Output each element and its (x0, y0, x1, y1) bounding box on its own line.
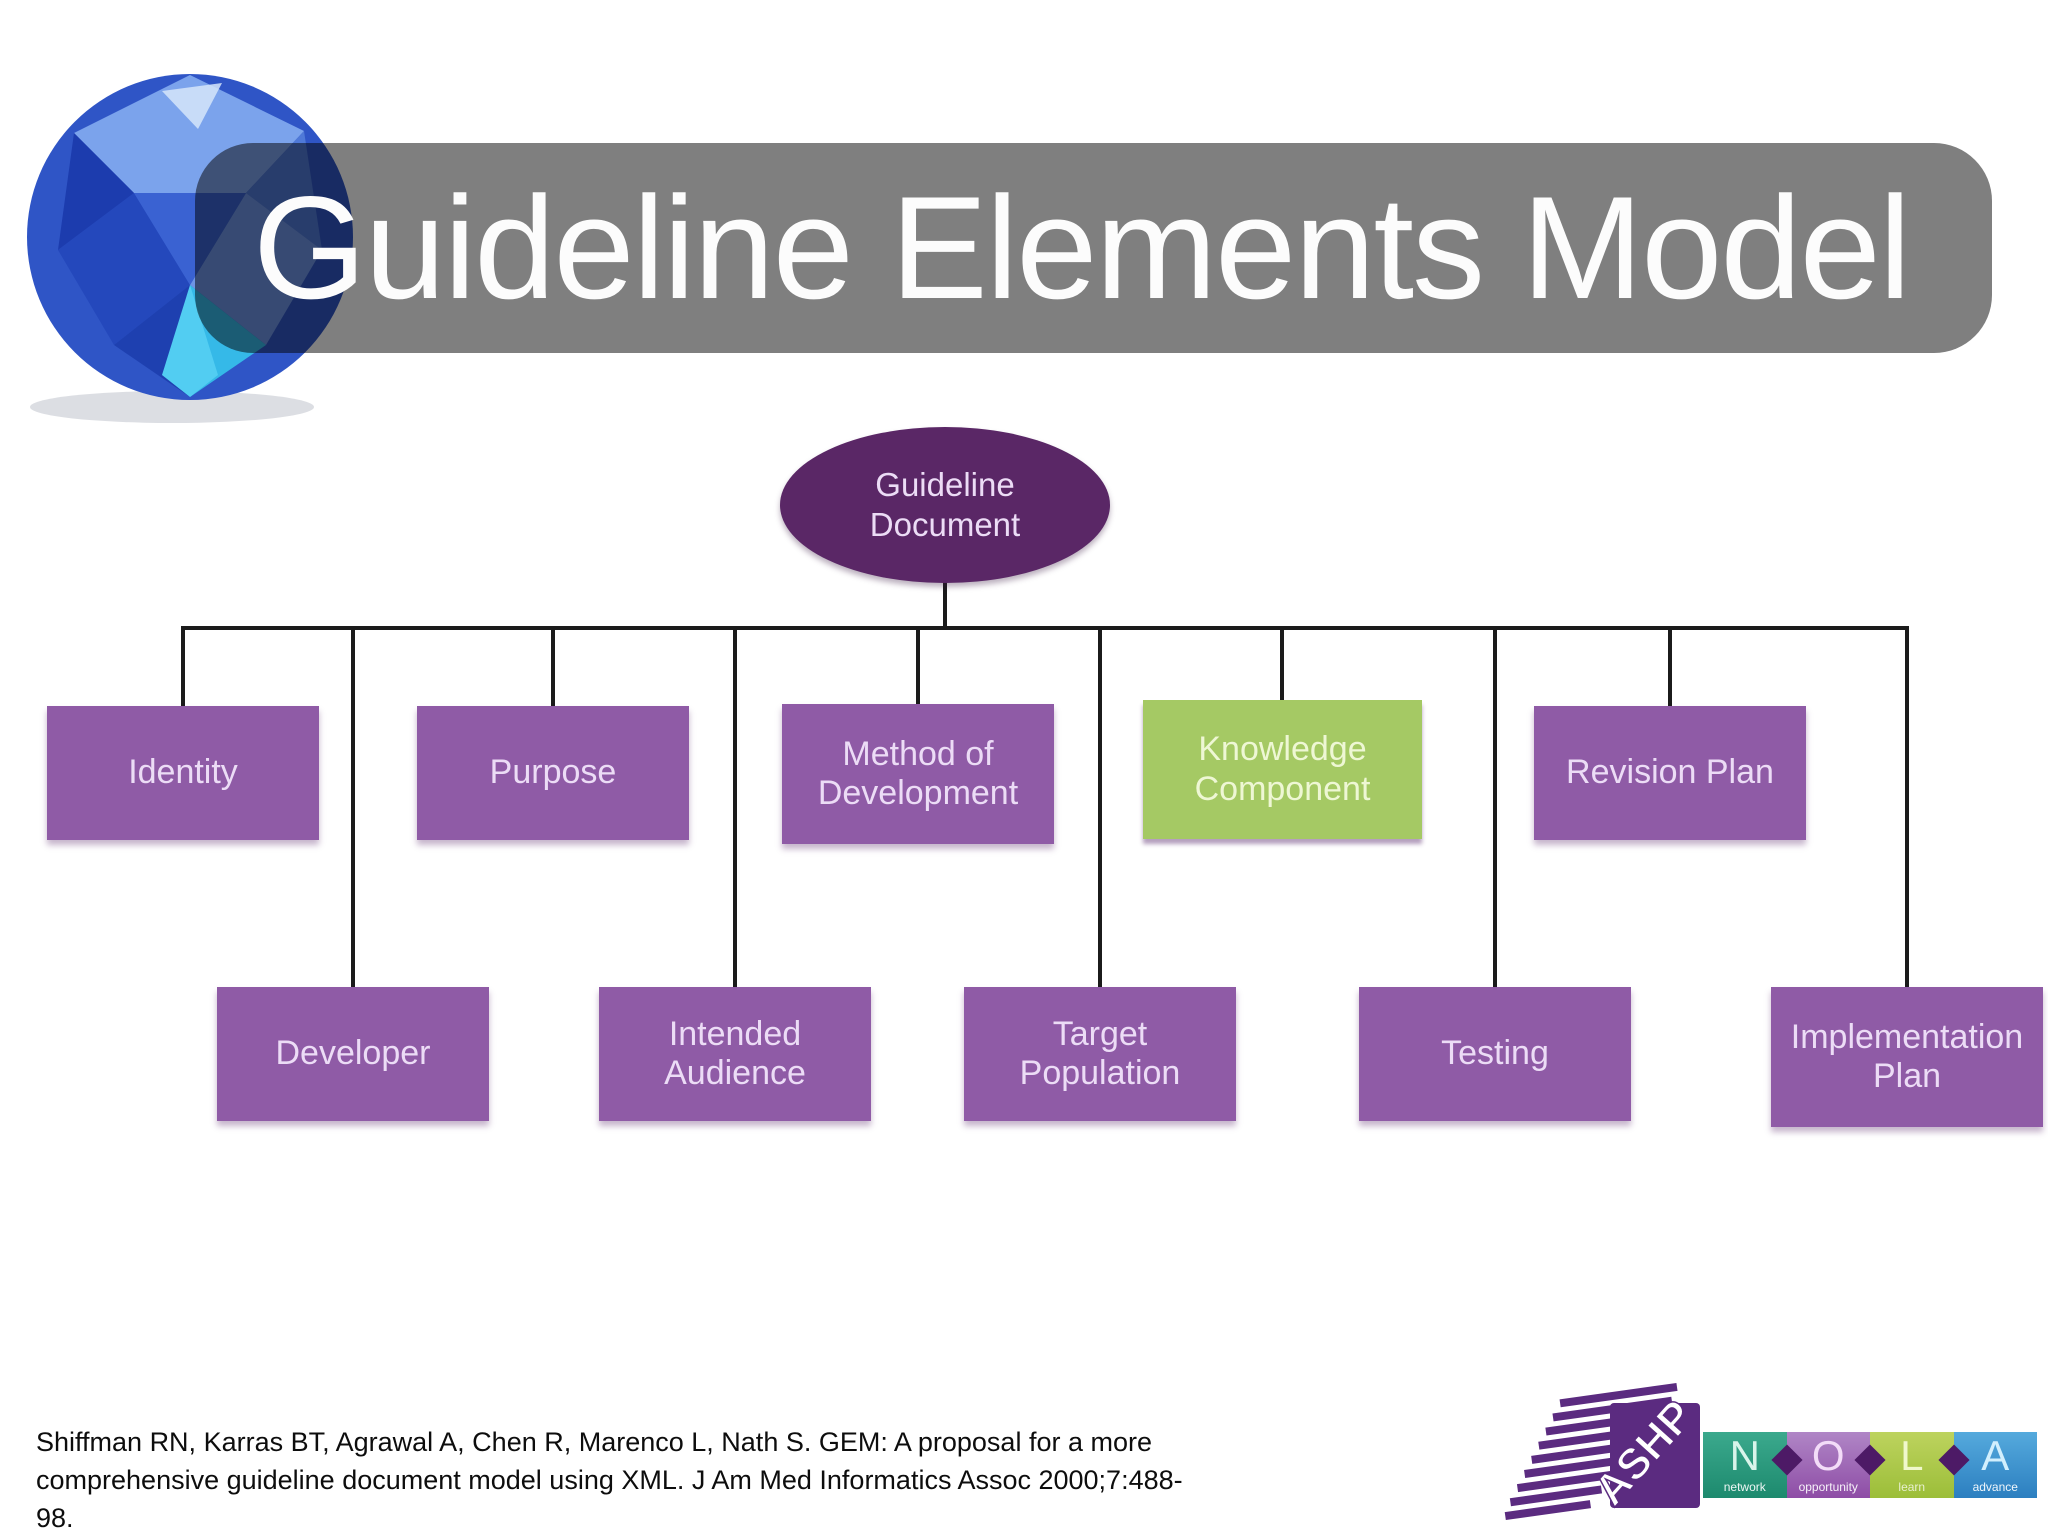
nola-word-learn: learn (1898, 1480, 1926, 1494)
page-title: Guideline Elements Model (253, 166, 1911, 329)
citation-text: Shiffman RN, Karras BT, Agrawal A, Chen … (36, 1427, 1183, 1533)
diagram-node-knowledge-component: Knowledge Component (1143, 700, 1422, 839)
ashp-flag-icon (1504, 1382, 1700, 1521)
nola-letter-o: O (1811, 1432, 1845, 1479)
nola-panel-network: N network (1703, 1432, 1787, 1498)
diagram-node-revision-plan: Revision Plan (1534, 706, 1806, 840)
diagram-node-guideline-document: Guideline Document (780, 427, 1110, 583)
nola-word-advance: advance (1972, 1480, 2018, 1494)
nola-letter-a: A (1981, 1432, 2010, 1479)
nola-word-network: network (1723, 1480, 1766, 1494)
diagram-node-method-of-development: Method of Development (782, 704, 1054, 844)
diagram-node-purpose: Purpose (417, 706, 689, 840)
diagram-node-intended-audience: Intended Audience (599, 987, 871, 1121)
diagram-node-developer: Developer (217, 987, 489, 1121)
nola-letter-l: L (1900, 1432, 1924, 1479)
diagram-node-testing: Testing (1359, 987, 1631, 1121)
nola-word-opportunity: opportunity (1798, 1480, 1858, 1494)
diagram-node-implementation-plan: Implementation Plan (1771, 987, 2043, 1127)
ashp-logo: ASHP (1504, 1382, 1703, 1521)
nola-letter-n: N (1729, 1432, 1760, 1479)
title-banner (195, 143, 1992, 353)
nola-panel-opportunity: O opportunity (1786, 1432, 1870, 1498)
diagram-node-identity: Identity (47, 706, 319, 840)
nola-logo: N network O opportunity L learn A advanc… (1703, 1432, 2037, 1498)
nola-panel-advance: A advance (1953, 1432, 2037, 1498)
diagram-node-target-population: Target Population (964, 987, 1236, 1121)
nola-panel-learn: L learn (1870, 1432, 1954, 1498)
gem-icon (27, 74, 353, 423)
